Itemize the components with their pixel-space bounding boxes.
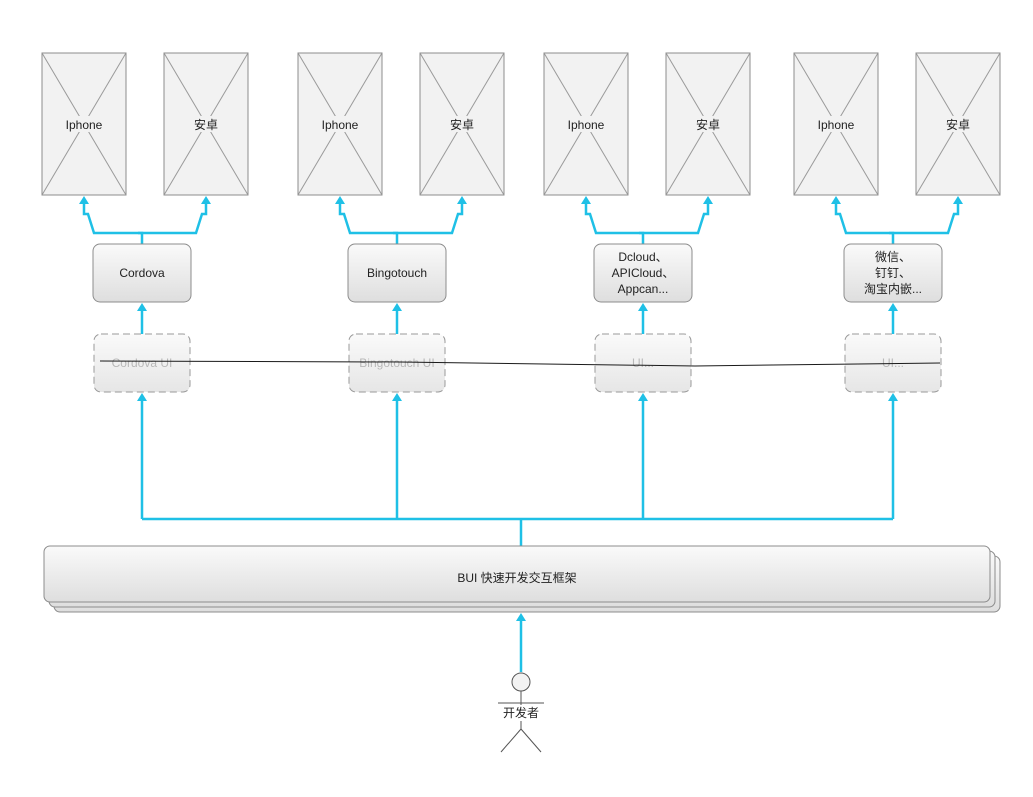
connectors bbox=[79, 196, 963, 672]
connector-line bbox=[639, 231, 645, 244]
arrow-head bbox=[953, 196, 963, 204]
ui-layer-box: UI... bbox=[594, 333, 692, 393]
connector-line bbox=[142, 201, 208, 235]
device-label: Iphone bbox=[66, 118, 103, 132]
arrow-head bbox=[516, 613, 526, 621]
framework-label: BUI 快速开发交互框架 bbox=[457, 570, 576, 585]
device-iphone: Iphone bbox=[41, 52, 127, 196]
platform-group: Iphone 安卓 Dcloud、 APICloud、 Appcan... UI... bbox=[543, 52, 751, 393]
arrow-head bbox=[201, 196, 211, 204]
connector-line bbox=[82, 201, 142, 235]
connector-line bbox=[643, 201, 710, 235]
connector-line bbox=[397, 201, 464, 235]
device-label: 安卓 bbox=[946, 117, 970, 132]
device-label-bg bbox=[184, 116, 228, 132]
device-iphone: Iphone bbox=[543, 52, 629, 196]
ui-layer-rect bbox=[844, 333, 942, 393]
framework-box: BUI 快速开发交互框架 bbox=[43, 545, 1001, 613]
platform-box-rect bbox=[593, 243, 693, 303]
connector-line bbox=[584, 201, 643, 235]
platform-box: Cordova bbox=[92, 243, 192, 303]
platform-label: Dcloud、 bbox=[618, 250, 667, 264]
device-label: Iphone bbox=[322, 118, 359, 132]
arrow-head bbox=[888, 303, 898, 311]
arrow-head bbox=[79, 196, 89, 204]
developer-actor: 开发者 bbox=[498, 672, 544, 753]
device-android: 安卓 bbox=[419, 52, 505, 196]
arrow-head bbox=[581, 196, 591, 204]
platform-box-rect bbox=[843, 243, 943, 303]
arrow-head bbox=[392, 303, 402, 311]
platform-box-rect bbox=[347, 243, 447, 303]
arrow-head bbox=[888, 393, 898, 401]
arrow-head bbox=[392, 393, 402, 401]
arrow-head bbox=[638, 303, 648, 311]
connector-line bbox=[138, 231, 144, 244]
ui-layer-rect bbox=[594, 333, 692, 393]
device-label-bg bbox=[814, 116, 858, 132]
device-iphone: Iphone bbox=[297, 52, 383, 196]
connector-line bbox=[834, 201, 893, 235]
ui-layer-rect bbox=[93, 333, 191, 393]
arrow-head bbox=[137, 393, 147, 401]
device-label-bg bbox=[936, 116, 980, 132]
ui-layer-line bbox=[99, 360, 941, 367]
arrow-head bbox=[831, 196, 841, 204]
device-android: 安卓 bbox=[163, 52, 249, 196]
arrow-head bbox=[137, 303, 147, 311]
ui-layer-label: Bingotouch UI bbox=[359, 356, 434, 370]
device-label-bg bbox=[686, 116, 730, 132]
arrow-head bbox=[335, 196, 345, 204]
platform-label: Appcan... bbox=[618, 282, 669, 296]
ui-layer-box: Bingotouch UI bbox=[348, 333, 446, 393]
device-iphone: Iphone bbox=[793, 52, 879, 196]
device-label: 安卓 bbox=[696, 117, 720, 132]
device-label-bg bbox=[62, 116, 106, 132]
actor-head bbox=[511, 672, 531, 692]
ui-layer-label: UI... bbox=[632, 356, 654, 370]
platform-box: 微信、钉钉、淘宝内嵌... bbox=[843, 243, 943, 303]
connector-line bbox=[889, 231, 895, 244]
device-android: 安卓 bbox=[665, 52, 751, 196]
device-label-bg bbox=[440, 116, 484, 132]
ui-layer-box: Cordova UI bbox=[93, 333, 191, 393]
device-label: Iphone bbox=[818, 118, 855, 132]
actor-leg-right bbox=[520, 728, 542, 753]
connector-line bbox=[338, 201, 397, 235]
framework-box-front bbox=[43, 545, 991, 603]
actor-label: 开发者 bbox=[503, 705, 539, 720]
platform-label: 淘宝内嵌... bbox=[864, 282, 922, 296]
device-label-bg bbox=[564, 116, 608, 132]
ui-layer-label: Cordova UI bbox=[112, 356, 173, 370]
device-label-bg bbox=[318, 116, 362, 132]
platform-label: APICloud、 bbox=[612, 266, 675, 280]
platform-label: Cordova bbox=[119, 266, 165, 280]
platform-box-rect bbox=[92, 243, 192, 303]
device-label: 安卓 bbox=[450, 117, 474, 132]
device-label: Iphone bbox=[568, 118, 605, 132]
platform-box: Bingotouch bbox=[347, 243, 447, 303]
platform-label: Bingotouch bbox=[367, 266, 427, 280]
actor-leg-left bbox=[500, 728, 522, 753]
device-android: 安卓 bbox=[915, 52, 1001, 196]
arrow-head bbox=[457, 196, 467, 204]
connector-line bbox=[393, 231, 399, 244]
arrow-head bbox=[703, 196, 713, 204]
platform-label: 微信、 bbox=[875, 250, 911, 264]
connector-line bbox=[893, 201, 960, 235]
ui-layer-label: UI... bbox=[882, 356, 904, 370]
device-label: 安卓 bbox=[194, 117, 218, 132]
platform-label: 钉钉、 bbox=[875, 266, 911, 280]
arrow-head bbox=[638, 393, 648, 401]
ui-layer-box: UI... bbox=[844, 333, 942, 393]
platform-box: Dcloud、 APICloud、 Appcan... bbox=[593, 243, 693, 303]
